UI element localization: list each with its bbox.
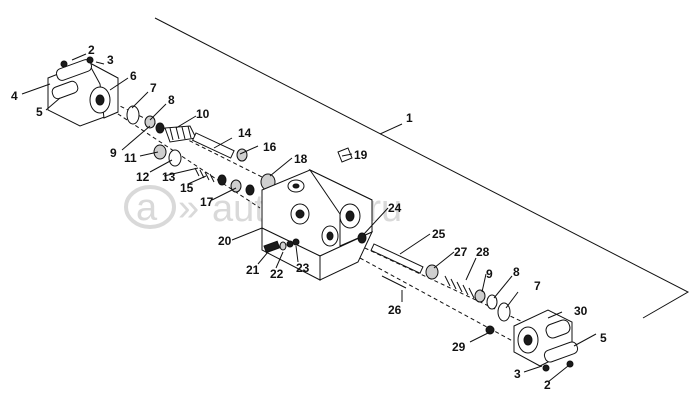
callout-8: 8 <box>168 93 175 107</box>
callout-29: 29 <box>452 340 466 354</box>
callout-1: 1 <box>406 111 413 125</box>
callout-15: 15 <box>180 181 194 195</box>
callout-13: 13 <box>162 170 176 184</box>
watermark-logo: a » <box>124 185 199 229</box>
callout-16: 16 <box>263 140 277 154</box>
right-spool-parts <box>357 232 511 335</box>
callout-11: 11 <box>124 151 137 165</box>
callout-7-right: 7 <box>534 279 541 293</box>
callout-5-right: 5 <box>600 331 607 345</box>
callout-25: 25 <box>432 227 446 241</box>
callout-18: 18 <box>294 152 308 166</box>
callout-23: 23 <box>296 261 310 275</box>
callout-20: 20 <box>218 234 232 248</box>
callout-3-right: 3 <box>514 367 521 381</box>
svg-text:a: a <box>136 187 158 229</box>
assembly-bracket <box>154 17 690 319</box>
left-end-cap <box>47 56 119 127</box>
callout-labels: 1 2 3 4 5 6 7 8 9 10 11 12 13 14 15 16 1… <box>11 43 607 392</box>
left-spool-parts <box>126 105 353 196</box>
callout-6: 6 <box>130 69 137 83</box>
right-end-cap <box>513 309 579 372</box>
callout-28: 28 <box>476 245 490 259</box>
callout-12: 12 <box>136 170 150 184</box>
callout-10: 10 <box>196 107 210 121</box>
callout-8-right: 8 <box>513 265 520 279</box>
callout-21: 21 <box>246 263 260 277</box>
callout-14: 14 <box>238 126 252 140</box>
callout-5: 5 <box>36 105 43 119</box>
fittings-21-23 <box>263 238 300 254</box>
leader-lines <box>21 53 597 383</box>
callout-9: 9 <box>110 146 117 160</box>
callout-27: 27 <box>454 245 468 259</box>
callout-22: 22 <box>270 267 284 281</box>
callout-7: 7 <box>150 81 157 95</box>
callout-17: 17 <box>200 195 214 209</box>
callout-3: 3 <box>107 53 114 67</box>
svg-text:»: » <box>178 187 199 229</box>
callout-4: 4 <box>11 89 18 103</box>
callout-26: 26 <box>388 303 402 317</box>
callout-2-right: 2 <box>544 378 551 392</box>
callout-19: 19 <box>354 148 368 162</box>
callout-2: 2 <box>88 43 95 57</box>
callout-30: 30 <box>574 304 588 318</box>
callout-24: 24 <box>388 201 402 215</box>
callout-9-right: 9 <box>486 267 493 281</box>
